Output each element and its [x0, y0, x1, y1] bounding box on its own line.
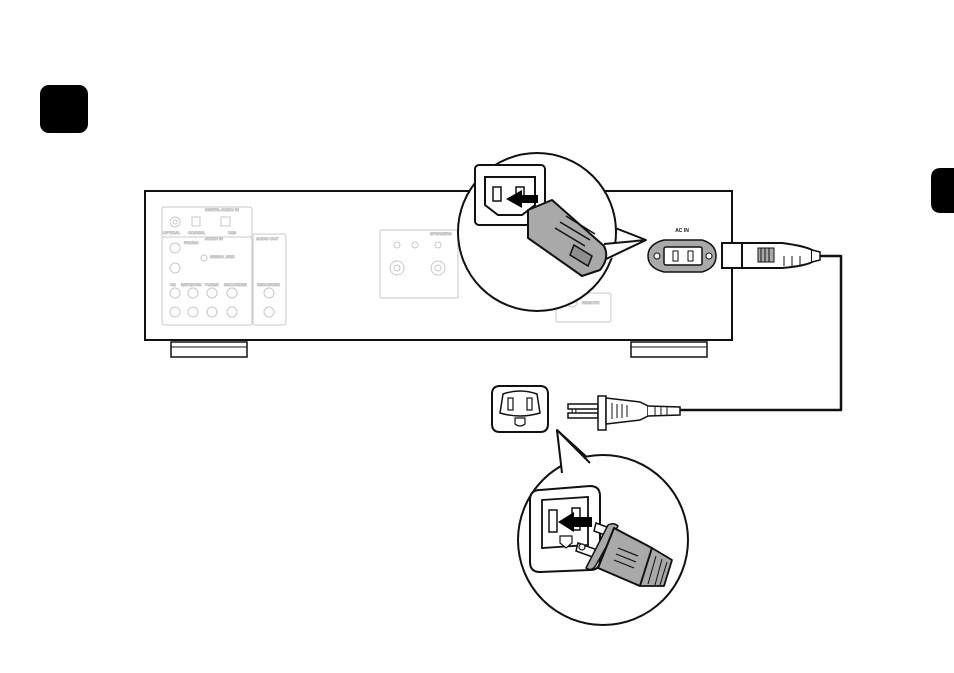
- signal-gnd-label: SIGNAL GND: [210, 254, 235, 259]
- phono-label: PHONO: [184, 240, 199, 245]
- step-badge: [40, 85, 88, 133]
- amplifier-rear: DIGITAL AUDIO IN OPTICAL COAXIAL USB AUD…: [144, 190, 733, 358]
- zoom-callout-outlet: [517, 429, 689, 626]
- remote-label: REMOTE: [582, 300, 599, 305]
- amplifier-foot-left: [170, 341, 248, 358]
- arrow-icon: [506, 190, 538, 208]
- power-plug-icon: [567, 395, 681, 431]
- zoom-callout-inlet: [457, 152, 647, 312]
- power-cable: [680, 254, 843, 412]
- power-cord-iec-end: [721, 242, 821, 269]
- tuner-label: TUNER: [205, 282, 219, 287]
- optical-label: OPTICAL: [163, 230, 181, 235]
- amplifier-foot-right: [630, 341, 708, 358]
- cd-label: CD: [170, 282, 176, 287]
- wall-outlet-icon: [491, 385, 549, 433]
- usb-label: USB: [228, 230, 237, 235]
- side-tab: [931, 168, 954, 213]
- recorder-label: RECORDER: [224, 282, 247, 287]
- analog-in-label: AUDIO IN: [205, 236, 223, 241]
- coaxial-label: COAXIAL: [188, 230, 206, 235]
- outlet-zoomed: [529, 484, 601, 574]
- audio-out-label: AUDIO OUT: [256, 236, 279, 241]
- ac-in-label: AC IN: [675, 228, 689, 234]
- rear-panel-details: DIGITAL AUDIO IN OPTICAL COAXIAL USB AUD…: [161, 206, 612, 326]
- iec-connector-icon: [527, 199, 608, 277]
- speakers-label: SPEAKERS: [430, 231, 452, 236]
- out-recorder-label: RECORDER: [257, 282, 280, 287]
- network-label: NETWORK: [181, 282, 202, 287]
- arrow-icon: [558, 512, 592, 532]
- ac-inlet-panel: AC IN: [647, 228, 717, 273]
- digital-in-label: DIGITAL AUDIO IN: [205, 207, 239, 212]
- power-plug-zoomed: [575, 522, 673, 587]
